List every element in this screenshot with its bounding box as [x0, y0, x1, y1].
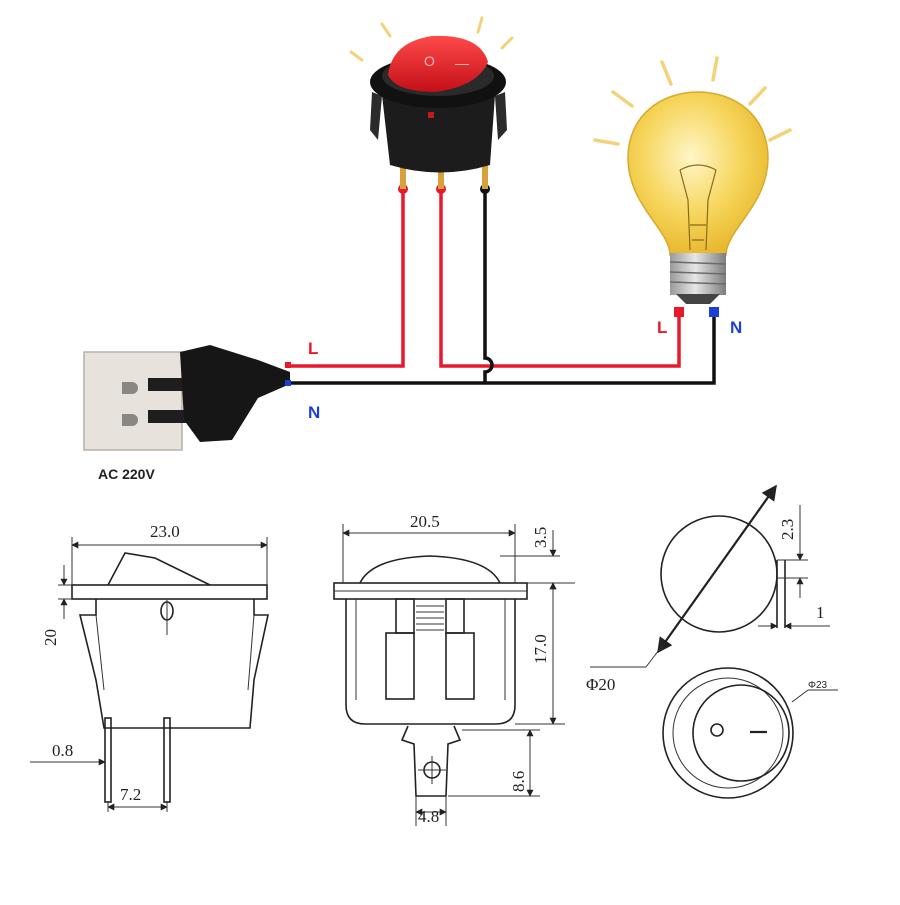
round-flange-inner	[672, 677, 784, 789]
round-off-symbol	[710, 723, 724, 737]
bulb-tip	[676, 294, 720, 304]
lamp-terminal-l	[674, 307, 684, 317]
outlet-socket-hole-top	[122, 382, 138, 394]
switch-pin-1	[400, 165, 406, 189]
side-body	[78, 599, 269, 729]
lamp-line-label: L	[657, 318, 667, 337]
dim-side-height: 20	[41, 629, 60, 646]
switch-pin-2	[438, 165, 444, 189]
bulb-glow-rays-icon	[593, 56, 792, 146]
bulb-thread	[669, 261, 727, 285]
switch-on-symbol: —	[455, 55, 469, 71]
side-pin-right	[163, 717, 171, 803]
lamp-neutral-label: N	[730, 318, 742, 337]
front-slot-right	[445, 598, 465, 634]
side-flange	[71, 584, 268, 600]
supply-voltage-label: AC 220V	[98, 466, 155, 482]
neutral-wire-switch-to-bus	[483, 190, 494, 383]
side-rocker	[107, 552, 211, 586]
switch-glow-rays-icon	[349, 16, 514, 62]
front-contact-left	[385, 632, 415, 700]
round-flange-outer	[662, 667, 794, 799]
round-view-drawing: Φ20 2.3 1 Φ23	[586, 484, 838, 799]
switch-off-symbol: O	[424, 53, 435, 69]
round-cutout-circle	[660, 515, 778, 633]
front-body	[345, 599, 516, 725]
switch-clip-left	[370, 92, 382, 140]
dim-pin-thickness: 0.8	[52, 741, 73, 760]
wall-outlet	[83, 351, 183, 451]
plug-neutral-label: N	[308, 403, 320, 422]
front-view-drawing: 20.5 3.5 17.0 8.6 4.8	[333, 512, 575, 826]
plug-line-label: L	[308, 339, 318, 358]
front-terminal	[400, 725, 462, 797]
front-spring	[416, 605, 444, 631]
round-cap-circle	[692, 684, 790, 782]
outlet-plate	[83, 351, 183, 451]
dim-clip-thickness: 1	[816, 603, 825, 622]
dim-pin-spacing: 7.2	[120, 785, 141, 804]
side-view-drawing: 23.0 20 0.8 7.2	[30, 522, 269, 812]
switch-indicator-dot	[428, 112, 434, 118]
side-pin-left	[104, 717, 112, 803]
rocker-switch: O —	[349, 16, 514, 189]
dim-body-height: 17.0	[531, 634, 550, 664]
switch-clip-right	[495, 92, 507, 140]
switch-housing	[382, 95, 495, 173]
neutral-wire-plug-to-lamp	[288, 314, 716, 385]
light-bulb	[593, 56, 792, 304]
dim-clip-offset: 2.3	[778, 519, 797, 540]
plug-body	[180, 345, 290, 442]
dim-cutout-diameter: Φ20	[586, 675, 615, 694]
outlet-socket-hole-bottom	[122, 414, 138, 426]
lamp-terminal-n	[709, 307, 719, 317]
front-contact-right	[445, 632, 475, 700]
round-diameter-line	[657, 484, 777, 654]
plug-prong-top	[148, 378, 190, 391]
dim-front-width: 20.5	[410, 512, 440, 531]
dim-flange-diameter: Φ23	[808, 680, 828, 691]
bulb-filament-icon	[679, 164, 717, 251]
dim-cap-height: 3.5	[531, 527, 550, 548]
plug-line-marker	[285, 362, 291, 368]
front-slot-left	[395, 598, 415, 634]
dim-terminal-length: 8.6	[509, 771, 528, 792]
switch-cap	[388, 35, 488, 92]
dim-terminal-width: 4.8	[418, 807, 439, 826]
plug-prong-bottom	[148, 410, 190, 423]
line-wire-switch-to-lamp	[439, 190, 681, 368]
power-plug	[148, 345, 290, 442]
dim-side-width: 23.0	[150, 522, 180, 541]
switch-pin-3	[482, 165, 488, 189]
plug-neutral-marker	[285, 380, 291, 386]
line-wire-plug-to-switch	[288, 190, 405, 368]
bulb-glass	[627, 91, 769, 256]
front-dome	[359, 555, 501, 584]
